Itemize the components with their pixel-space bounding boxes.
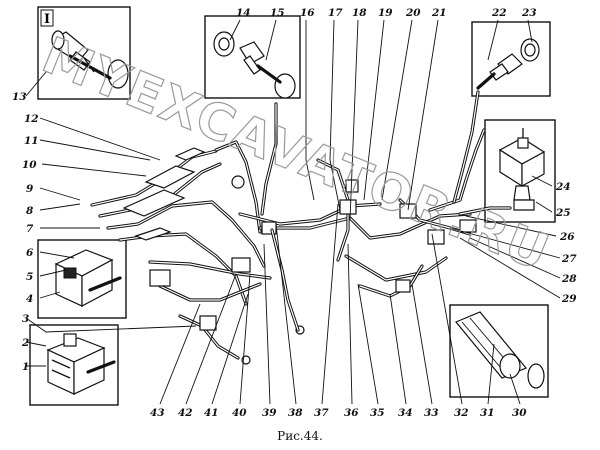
callout-18: 18 <box>352 7 367 19</box>
callout-15: 15 <box>270 7 285 19</box>
callout-26: 26 <box>559 231 575 243</box>
callout-9: 9 <box>26 183 34 195</box>
callout-13: 13 <box>12 91 27 103</box>
callout-21: 21 <box>431 7 447 19</box>
callout-12: 12 <box>24 113 39 125</box>
callout-34: 34 <box>398 407 413 419</box>
inset-box-5-4 <box>37 239 127 319</box>
callout-4: 4 <box>26 293 33 305</box>
callout-7: 7 <box>26 223 34 235</box>
callout-37: 37 <box>314 407 329 419</box>
callout-2: 2 <box>21 337 29 349</box>
callout-1: 1 <box>22 361 29 373</box>
callout-31: 31 <box>480 407 495 419</box>
callout-5: 5 <box>26 271 33 283</box>
callout-36: 36 <box>344 407 359 419</box>
callout-23: 23 <box>521 7 537 19</box>
callout-16: 16 <box>300 7 315 19</box>
callout-29: 29 <box>561 293 577 305</box>
callout-40: 40 <box>232 407 247 419</box>
callout-35: 35 <box>370 407 385 419</box>
callout-41: 41 <box>204 407 219 419</box>
callout-30: 30 <box>512 407 527 419</box>
callout-24: 24 <box>555 181 571 193</box>
callout-10: 10 <box>22 159 37 171</box>
inset-box-14-15 <box>204 15 301 99</box>
callout-32: 32 <box>454 407 469 419</box>
callout-3: 3 <box>22 313 29 325</box>
inset-box-22-23 <box>471 21 551 97</box>
callout-20: 20 <box>405 7 421 19</box>
callout-25: 25 <box>555 207 571 219</box>
callout-42: 42 <box>178 407 193 419</box>
callout-22: 22 <box>491 7 507 19</box>
callout-38: 38 <box>288 407 303 419</box>
inset-box-2-1 <box>29 324 119 406</box>
callout-8: 8 <box>26 205 34 217</box>
callout-numbers: 1 2 3 4 5 6 7 8 9 10 11 12 13 14 15 16 1… <box>12 7 577 419</box>
inset-box-24-25 <box>484 119 556 223</box>
callout-43: 43 <box>150 407 165 419</box>
piping-network <box>90 90 512 365</box>
callout-28: 28 <box>561 273 577 285</box>
inset-box-31-30 <box>449 304 549 398</box>
callout-33: 33 <box>424 407 439 419</box>
inset-marker-label: I <box>44 12 50 27</box>
inset-box-13: I <box>37 6 131 100</box>
callout-19: 19 <box>378 7 393 19</box>
leader-lines <box>25 19 561 405</box>
callout-39: 39 <box>262 407 277 419</box>
callout-11: 11 <box>24 135 39 147</box>
figure-caption: Рис.44. <box>277 429 323 443</box>
callout-17: 17 <box>328 7 343 19</box>
callout-6: 6 <box>26 247 34 259</box>
callout-14: 14 <box>236 7 251 19</box>
callout-27: 27 <box>561 253 577 265</box>
